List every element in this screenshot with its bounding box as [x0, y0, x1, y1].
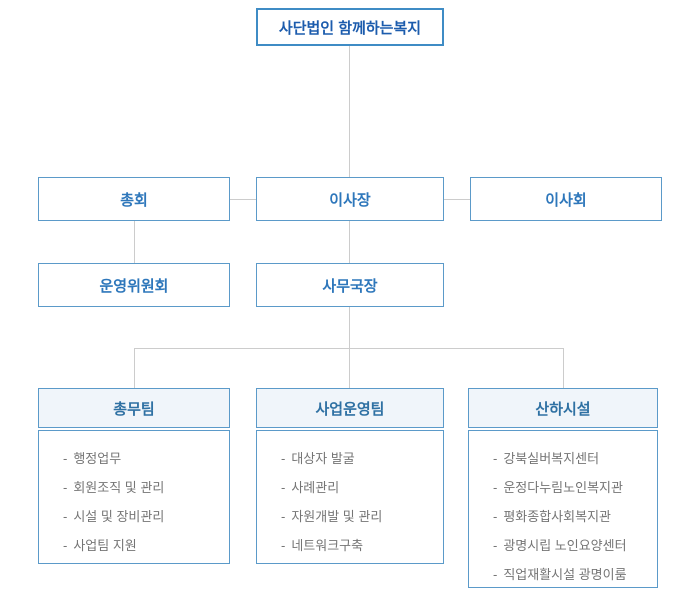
bullet-dash: - [281, 451, 286, 466]
list-item: -대상자 발굴 [281, 444, 433, 473]
general-assembly-box: 총회 [38, 177, 230, 221]
list-item: -회원조직 및 관리 [63, 473, 219, 502]
bullet-dash: - [493, 567, 498, 582]
bullet-dash: - [493, 538, 498, 553]
team-general-affairs-list: -행정업무 -회원조직 및 관리 -시설 및 장비관리 -사업팀 지원 [38, 430, 230, 564]
list-item: -사업팀 지원 [63, 531, 219, 560]
team-operations-list: -대상자 발굴 -사례관리 -자원개발 및 관리 -네트워크구축 [256, 430, 444, 564]
connector-drop-team1 [134, 348, 135, 388]
list-item-label: 강북실버복지센터 [503, 451, 600, 466]
list-item-label: 운정다누림노인복지관 [503, 480, 623, 495]
chairman-box: 이사장 [256, 177, 444, 221]
connector-drop-team3 [563, 348, 564, 388]
team-affiliated-facilities-header: 산하시설 [468, 388, 658, 428]
bullet-dash: - [63, 480, 68, 495]
list-item-label: 대상자 발굴 [291, 451, 355, 466]
list-item: -강북실버복지센터 [493, 444, 647, 473]
list-item: -운정다누림노인복지관 [493, 473, 647, 502]
bullet-dash: - [63, 538, 68, 553]
list-item: -광명시립 노인요양센터 [493, 531, 647, 560]
secretary-general-box: 사무국장 [256, 263, 444, 307]
list-item: -자원개발 및 관리 [281, 502, 433, 531]
list-item-label: 행정업무 [73, 451, 122, 466]
general-assembly-label: 총회 [120, 191, 148, 209]
team-affiliated-facilities-label: 산하시설 [535, 400, 591, 418]
connector-chairman-to-secretary [349, 221, 350, 263]
team-operations-header: 사업운영팀 [256, 388, 444, 428]
bullet-dash: - [281, 538, 286, 553]
steering-committee-label: 운영위원회 [99, 277, 169, 295]
connector-assembly-to-committee [134, 221, 135, 263]
bullet-dash: - [281, 509, 286, 524]
team-operations-label: 사업운영팀 [315, 400, 385, 418]
list-item: -평화종합사회복지관 [493, 502, 647, 531]
bullet-dash: - [63, 451, 68, 466]
bullet-dash: - [281, 480, 286, 495]
connector-assembly-to-chairman [230, 199, 256, 200]
bullet-dash: - [63, 509, 68, 524]
list-item-label: 회원조직 및 관리 [73, 480, 165, 495]
connector-secretary-down [349, 307, 350, 348]
secretary-general-label: 사무국장 [322, 277, 378, 295]
team-general-affairs-header: 총무팀 [38, 388, 230, 428]
bullet-dash: - [493, 509, 498, 524]
board-of-directors-box: 이사회 [470, 177, 662, 221]
chairman-label: 이사장 [329, 191, 371, 209]
bullet-dash: - [493, 451, 498, 466]
connector-root-to-chairman [349, 46, 350, 177]
list-item-label: 자원개발 및 관리 [291, 509, 383, 524]
list-item: -직업재활시설 광명이룸 [493, 560, 647, 589]
connector-chairman-to-board [444, 199, 470, 200]
bullet-dash: - [493, 480, 498, 495]
list-item: -시설 및 장비관리 [63, 502, 219, 531]
org-root-box: 사단법인 함께하는복지 [256, 8, 444, 46]
list-item-label: 사업팀 지원 [73, 538, 137, 553]
team-affiliated-facilities-list: -강북실버복지센터 -운정다누림노인복지관 -평화종합사회복지관 -광명시립 노… [468, 430, 658, 588]
org-root-label: 사단법인 함께하는복지 [278, 19, 422, 37]
list-item-label: 평화종합사회복지관 [503, 509, 611, 524]
steering-committee-box: 운영위원회 [38, 263, 230, 307]
team-general-affairs-label: 총무팀 [113, 400, 155, 418]
list-item-label: 시설 및 장비관리 [73, 509, 165, 524]
list-item-label: 사례관리 [291, 480, 340, 495]
board-of-directors-label: 이사회 [545, 191, 587, 209]
list-item: -네트워크구축 [281, 531, 433, 560]
connector-drop-team2 [349, 348, 350, 388]
list-item-label: 광명시립 노인요양센터 [503, 538, 627, 553]
list-item-label: 직업재활시설 광명이룸 [503, 567, 627, 582]
list-item-label: 네트워크구축 [291, 538, 364, 553]
list-item: -사례관리 [281, 473, 433, 502]
list-item: -행정업무 [63, 444, 219, 473]
